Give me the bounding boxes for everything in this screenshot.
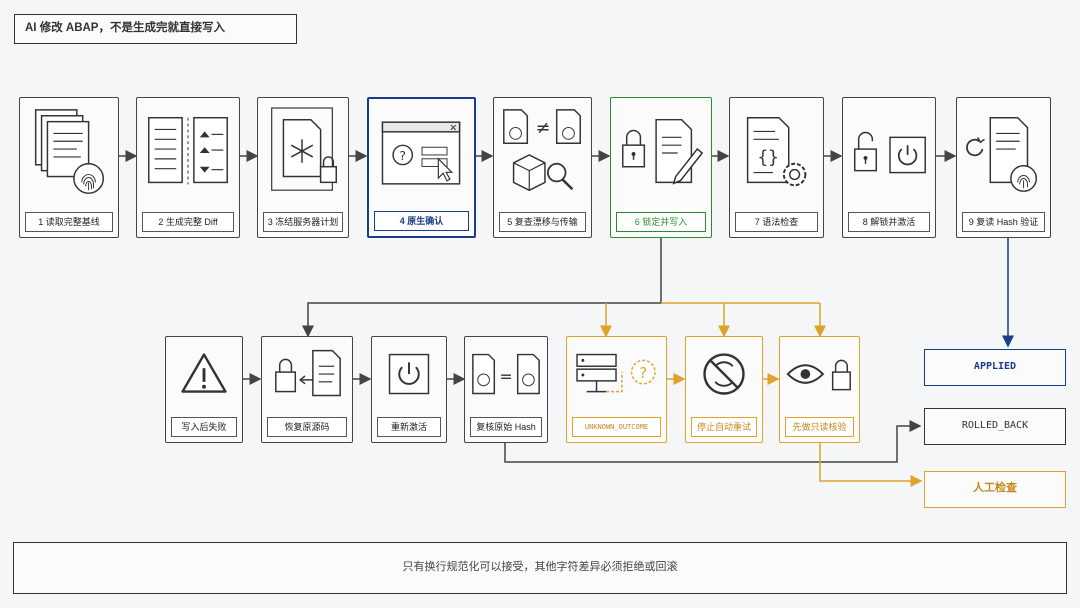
step-reread-hash: 9 复读 Hash 验证 xyxy=(956,97,1051,238)
step-reactivate: 重新激活 xyxy=(371,336,447,443)
power-icon xyxy=(388,353,430,395)
step-unlock-activate: 8 解锁并激活 xyxy=(842,97,936,238)
svg-text:?: ? xyxy=(399,148,406,163)
lock-edit-icon xyxy=(622,118,704,185)
step-label: 4 原生确认 xyxy=(374,211,469,231)
confirm-dialog-icon: ? xyxy=(381,121,461,185)
code-gear-icon: {} xyxy=(746,117,807,187)
step-label: 3 冻结服务器计划 xyxy=(263,212,343,232)
svg-text:?: ? xyxy=(639,365,647,382)
outcome-applied: APPLIED xyxy=(924,349,1066,386)
step-syntax-check: {} 7 语法检查 xyxy=(729,97,824,238)
no-retry-icon xyxy=(703,353,745,395)
step-label: 5 复查漂移与传输 xyxy=(499,212,586,232)
hash-compare-icon: = xyxy=(472,353,540,395)
step-label: UNKNOWN_OUTCOME xyxy=(572,417,661,437)
step-label: 2 生成完整 Diff xyxy=(142,212,234,232)
server-question-icon: ? xyxy=(576,353,656,393)
step-label: 9 复读 Hash 验证 xyxy=(962,212,1045,232)
drift-transport-icon: ≠ xyxy=(503,109,581,192)
step-label: 1 读取完整基线 xyxy=(25,212,113,232)
step-write-failed: 写入后失败 xyxy=(165,336,243,443)
step-label: 写入后失败 xyxy=(171,417,237,437)
outcome-manual-check: 人工检查 xyxy=(924,471,1066,508)
diagram-title: AI 修改 ABAP，不是生成完就直接写入 xyxy=(14,14,297,44)
step-restore-source: 恢复原源码 xyxy=(261,336,353,443)
outcome-rolled-back: ROLLED_BACK xyxy=(924,408,1066,445)
step-label: 恢复原源码 xyxy=(267,417,347,437)
eye-lock-icon xyxy=(786,359,851,391)
unlock-power-icon xyxy=(854,131,926,174)
warning-icon xyxy=(181,353,227,393)
footer-note: 只有换行规范化可以接受，其他字符差异必须拒绝或回滚 xyxy=(13,542,1067,594)
step-label: 重新激活 xyxy=(377,417,441,437)
step-read-baseline: 1 读取完整基线 xyxy=(19,97,119,238)
step-label: 停止自动重试 xyxy=(691,417,757,437)
svg-text:≠: ≠ xyxy=(536,118,551,138)
diff-documents-icon xyxy=(148,116,228,185)
step-verify-original-hash: = 复核原始 Hash xyxy=(464,336,548,443)
step-label: 6 锁定并写入 xyxy=(616,212,706,232)
svg-text:{}: {} xyxy=(758,148,779,168)
step-label: 复核原始 Hash xyxy=(470,417,542,437)
lock-restore-document-icon xyxy=(275,349,341,397)
step-label: 7 语法检查 xyxy=(735,212,818,232)
step-review-drift: ≠ 5 复查漂移与传输 xyxy=(493,97,592,238)
svg-text:=: = xyxy=(499,368,512,386)
step-readonly-verify: 先做只读核验 xyxy=(779,336,860,443)
refresh-document-fingerprint-icon xyxy=(966,117,1038,192)
step-generate-diff: 2 生成完整 Diff xyxy=(136,97,240,238)
step-freeze-plan: 3 冻结服务器计划 xyxy=(257,97,349,238)
frozen-document-lock-icon xyxy=(271,107,337,191)
step-label: 8 解锁并激活 xyxy=(848,212,930,232)
step-lock-write: 6 锁定并写入 xyxy=(610,97,712,238)
step-unknown-outcome: ? UNKNOWN_OUTCOME xyxy=(566,336,667,443)
step-label: 先做只读核验 xyxy=(785,417,854,437)
step-stop-retry: 停止自动重试 xyxy=(685,336,763,443)
step-native-confirm: ? 4 原生确认 xyxy=(367,97,476,238)
documents-fingerprint-icon xyxy=(34,109,105,194)
